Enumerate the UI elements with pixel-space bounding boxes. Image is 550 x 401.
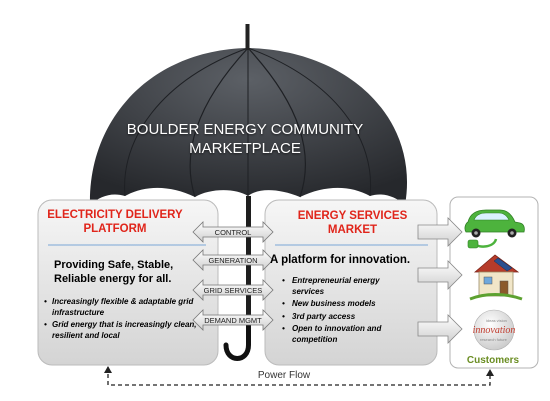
- right-main-statement: A platform for innovation.: [270, 254, 411, 266]
- connector-label-demand-mgmt: DEMAND MGMT: [204, 316, 262, 325]
- left-bullet-list: Increasingly flexible & adaptable grid i…: [44, 297, 216, 343]
- connector-label-generation: GENERATION: [208, 256, 258, 265]
- left-main-line1: Providing Safe, Stable,: [54, 259, 174, 271]
- arrow-to-car: [417, 217, 463, 247]
- umbrella-handle: [223, 317, 251, 361]
- umbrella-title: BOULDER ENERGY COMMUNITY MARKETPLACE: [95, 120, 395, 158]
- svg-text:ideas vision: ideas vision: [486, 318, 507, 323]
- left-title-line2: PLATFORM: [83, 223, 147, 235]
- energy-services-title: ENERGY SERVICES MARKET: [275, 209, 430, 237]
- innovation-word: innovation: [473, 325, 516, 336]
- connector-label-control: CONTROL: [214, 228, 252, 237]
- power-flow-label: Power Flow: [257, 370, 311, 381]
- left-title-line1: ELECTRICITY DELIVERY: [47, 209, 183, 221]
- electric-car-icon: [464, 209, 525, 249]
- electricity-delivery-title: ELECTRICITY DELIVERY PLATFORM: [45, 208, 185, 236]
- right-title-line2: MARKET: [327, 224, 378, 236]
- arrow-to-house: [417, 260, 463, 290]
- right-bullet-list: Entrepreneurial energy services New busi…: [282, 276, 407, 347]
- right-title-line1: ENERGY SERVICES: [297, 210, 408, 222]
- power-flow-head-left: [104, 366, 112, 373]
- left-main-statement: Providing Safe, Stable, Reliable energy …: [54, 258, 204, 286]
- power-flow-path: [107, 367, 491, 386]
- right-bullet: 3rd party access: [282, 312, 407, 323]
- arrow-to-innovation: [417, 314, 463, 344]
- left-bullet: Grid energy that is increasingly clean, …: [44, 320, 216, 341]
- left-bullet: Increasingly flexible & adaptable grid i…: [44, 297, 216, 318]
- left-main-line2: Reliable energy for all.: [54, 273, 172, 285]
- right-bullet: Open to innovation and competition: [282, 324, 407, 345]
- svg-text:research future: research future: [480, 337, 508, 342]
- power-flow-head-right: [486, 369, 494, 376]
- umbrella-icon: [89, 24, 408, 205]
- right-bullet: New business models: [282, 299, 407, 310]
- customers-label: Customers: [466, 355, 520, 366]
- connector-label-grid-services: GRID SERVICES: [203, 286, 263, 295]
- umbrella-title-line2: MARKETPLACE: [189, 140, 301, 157]
- house-solar-icon: [469, 254, 523, 301]
- right-bullet: Entrepreneurial energy services: [282, 276, 407, 297]
- innovation-ball-icon: innovation ideas vision research future: [473, 309, 516, 351]
- umbrella-title-line1: BOULDER ENERGY COMMUNITY: [126, 121, 364, 138]
- connector-arrow-generation: [192, 249, 274, 271]
- connector-arrow-control: [192, 221, 274, 243]
